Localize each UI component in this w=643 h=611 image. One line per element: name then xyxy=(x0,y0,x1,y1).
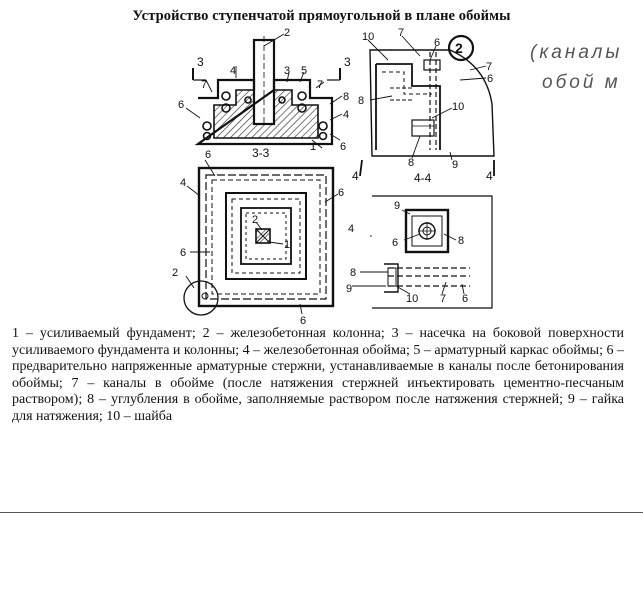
callout-9b-section44: 9 xyxy=(346,283,352,295)
page-title: Устройство ступенчатой прямоугольной в п… xyxy=(132,8,511,24)
callout-7b-section33: 7 xyxy=(317,79,323,91)
callout-7-section44: 7 xyxy=(440,293,446,305)
section-4-4-label: 4-4 xyxy=(414,171,432,185)
callout-5-section33: 5 xyxy=(301,65,307,77)
callout-6-detail: 6 xyxy=(434,37,440,49)
callout-8-section44: 8 xyxy=(458,235,464,247)
section-3-3-view xyxy=(185,33,343,149)
callout-8b-detail: 8 xyxy=(408,157,414,169)
mark-3-right: 3 xyxy=(344,55,351,69)
legend-text: 1 – усиливаемый фундамент; 2 – железобет… xyxy=(12,326,624,424)
callout-4-plan: 4 xyxy=(180,177,186,189)
callout-8b-section44: 8 xyxy=(350,267,356,279)
callout-6-plan-left: 6 xyxy=(180,247,186,259)
callout-7b-detail: 7 xyxy=(486,61,492,73)
callout-6-section44: 6 xyxy=(392,237,398,249)
handwritten-note-line2: обой м xyxy=(542,72,621,93)
section-4-4-view xyxy=(352,195,493,309)
callout-6b-section33: 6 xyxy=(340,141,346,153)
corner-detail-view xyxy=(359,34,495,177)
plan-view xyxy=(183,159,339,316)
callout-9-detail: 9 xyxy=(452,159,458,171)
mark-3-left: 3 xyxy=(197,55,204,69)
callout-8-detail: 8 xyxy=(358,95,364,107)
callout-7-section33: 7 xyxy=(201,79,207,91)
callout-2-plan-corner: 2 xyxy=(172,267,178,279)
circled-number: 2 xyxy=(455,40,463,56)
callout-2-plan: 2 xyxy=(252,214,258,226)
page-divider xyxy=(0,512,643,513)
callout-8-section33: 8 xyxy=(343,91,349,103)
handwritten-note-line1: (каналы xyxy=(530,42,622,63)
callout-7-detail: 7 xyxy=(398,27,404,39)
callout-1-plan: 1 xyxy=(284,239,290,251)
callout-9-section44: 9 xyxy=(394,200,400,212)
callout-4-section44: 4 xyxy=(348,223,354,235)
technical-drawing: 2 3 3 4 7 3 5 7 6 8 4 6 1 3-3 xyxy=(172,27,622,327)
callout-10-section44: 10 xyxy=(406,293,418,305)
mark-4-left: 4 xyxy=(352,169,359,183)
callout-10b-detail: 10 xyxy=(452,101,464,113)
callout-6b-section44: 6 xyxy=(462,293,468,305)
callout-6-plan-right: 6 xyxy=(338,187,344,199)
callout-4-section33: 4 xyxy=(230,65,236,77)
callout-2-section33: 2 xyxy=(284,27,290,39)
callout-4b-section33: 4 xyxy=(343,109,349,121)
callout-6-section33: 6 xyxy=(178,99,184,111)
callout-6-plan-bottom: 6 xyxy=(300,315,306,327)
callout-3-section33: 3 xyxy=(284,65,290,77)
section-3-3-label: 3-3 xyxy=(252,146,270,160)
mark-4-right: 4 xyxy=(486,169,493,183)
callout-6b-detail: 6 xyxy=(487,73,493,85)
callout-1-section33: 1 xyxy=(310,141,316,153)
callout-6-plan-top: 6 xyxy=(205,149,211,161)
callout-10-detail: 10 xyxy=(362,31,374,43)
